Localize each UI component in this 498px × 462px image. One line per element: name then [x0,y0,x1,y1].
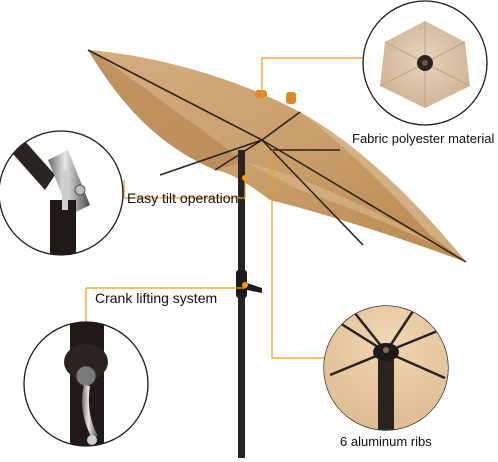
callout-fabric-label: Fabric polyester material [352,131,495,146]
tilt-mechanism-icon [0,130,124,256]
callout-ribs-label: 6 aluminum ribs [340,434,432,449]
callout-tilt-label: Easy tilt operation [127,190,239,206]
callout-crank-label: Crank lifting system [95,290,218,306]
umbrella-pole [236,150,262,458]
fabric-swatch-icon [362,0,488,126]
umbrella-canopy [87,49,467,263]
finial-icon [286,92,296,104]
leader-lines [85,57,362,359]
crank-handle-icon [23,321,149,447]
ribs-hub-icon [323,305,449,431]
